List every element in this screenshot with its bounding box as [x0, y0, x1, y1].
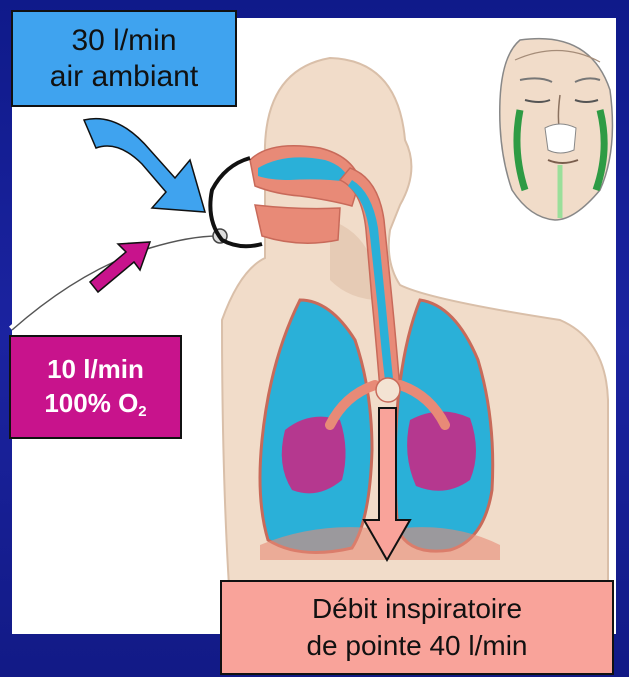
peak-inspiratory-flow-label: Débit inspiratoire de pointe 40 l/min	[220, 580, 614, 675]
room-air-arrow	[84, 119, 205, 212]
mouth-cavity	[255, 205, 340, 243]
oxygen-concentration: 100% O2	[44, 387, 146, 422]
room-air-flow-label: 30 l/min air ambiant	[11, 10, 237, 107]
left-lung-alveoli	[282, 417, 346, 494]
peak-flow-line1: Débit inspiratoire	[312, 591, 522, 627]
oxygen-tube	[12, 236, 218, 330]
oxygen-tube-outline	[12, 236, 218, 330]
carina	[376, 378, 400, 402]
room-air-rate: 30 l/min	[71, 23, 176, 58]
room-air-text: air ambiant	[50, 59, 198, 94]
peak-flow-line2: de pointe 40 l/min	[306, 628, 527, 664]
patient-face-inset	[500, 39, 613, 220]
oxygen-rate: 10 l/min	[47, 353, 144, 387]
oxygen-flow-label: 10 l/min 100% O2	[9, 335, 182, 439]
